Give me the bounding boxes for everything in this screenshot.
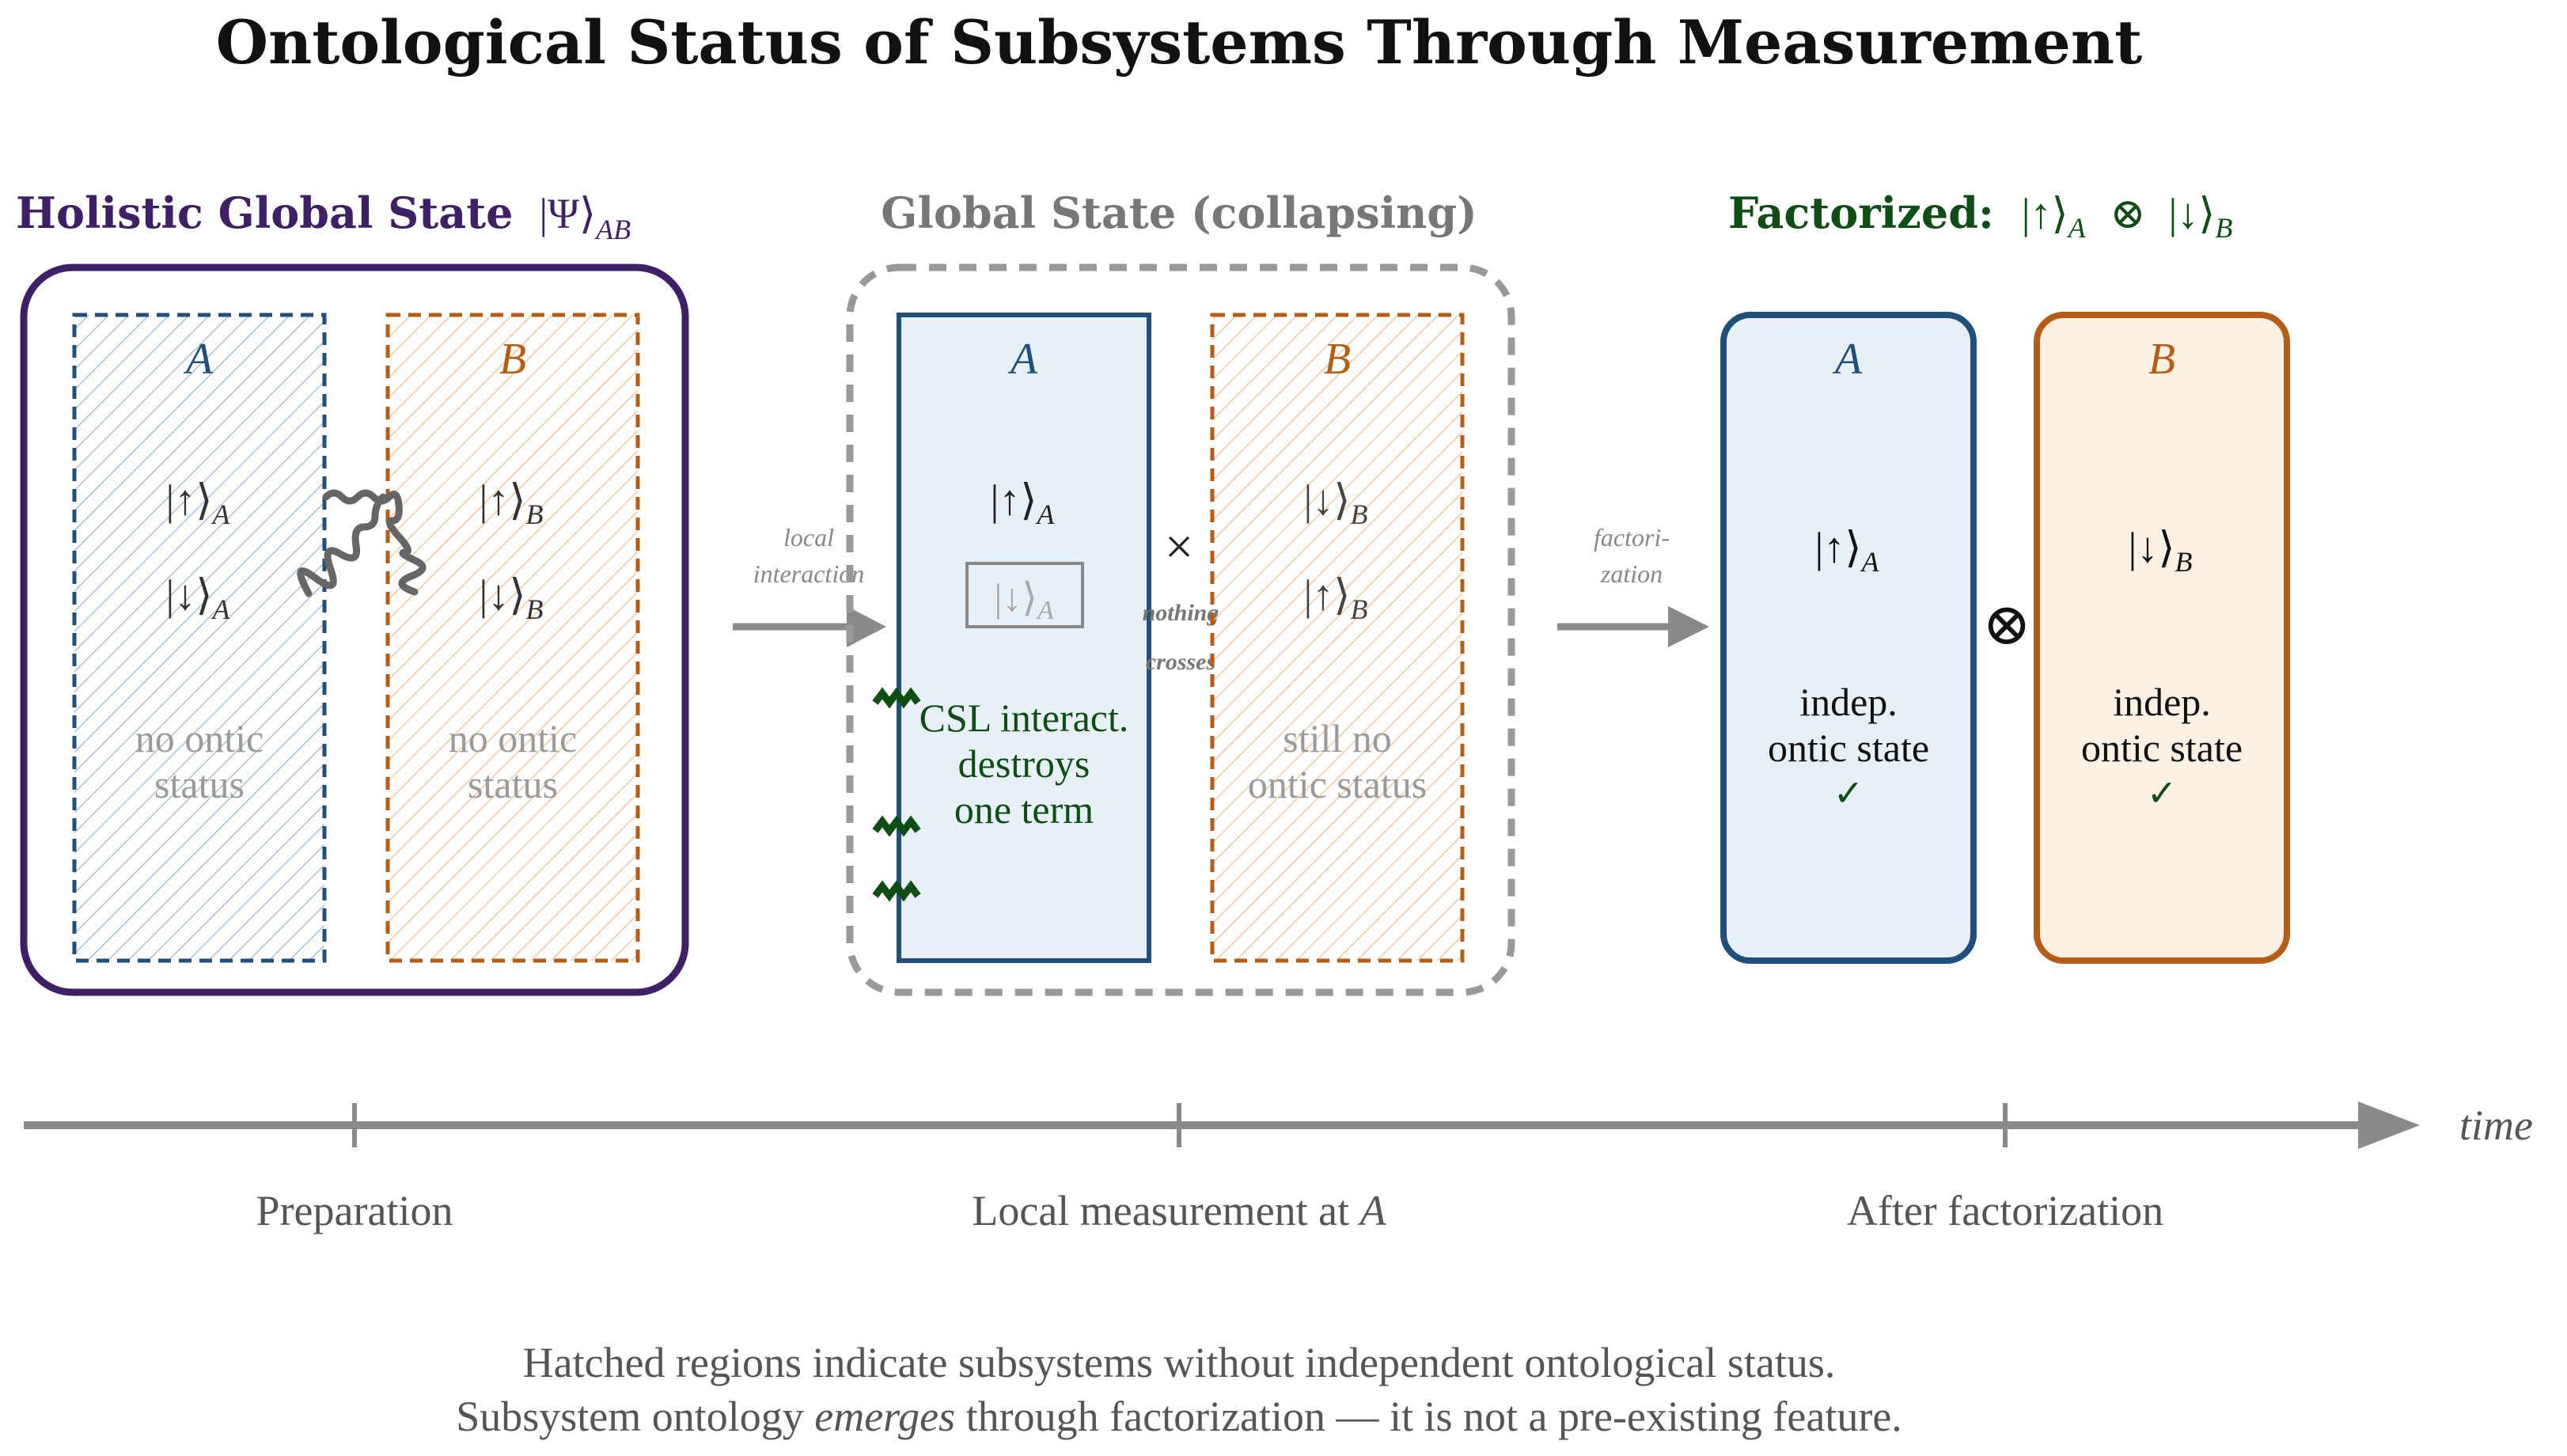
a-down-ket-destroyed: |↓⟩A <box>994 575 1054 625</box>
subsystem-a-label: A <box>183 335 214 384</box>
tick-label-factorization: After factorization <box>1847 1187 2163 1234</box>
caption: Hatched regions indicate subsystems with… <box>456 1339 1902 1440</box>
tick-label-preparation: Preparation <box>256 1187 453 1234</box>
b-indep-line2: ontic state <box>2081 726 2243 770</box>
b-still-no-status-line1: still no <box>1283 716 1392 760</box>
arrow-factorization: factori- zation <box>1557 523 1709 647</box>
b-down-ket-p2: |↓⟩B <box>1304 476 1368 530</box>
independent-subsystem-b-box <box>2034 312 2290 964</box>
caption-line1: Hatched regions indicate subsystems with… <box>523 1339 1836 1386</box>
no-crossing-icon: × <box>1165 518 1193 574</box>
a-indep-line2: ontic state <box>1768 726 1929 770</box>
a-check-icon: ✓ <box>1833 772 1864 814</box>
independent-subsystem-a-box <box>1720 312 1977 964</box>
a-up-ket-p2: |↑⟩A <box>991 476 1056 530</box>
time-axis-label: time <box>2459 1101 2533 1149</box>
panel-holistic-state: Holistic Global State |Ψ⟩AB A |↑⟩A |↓⟩A … <box>16 188 689 996</box>
tick-label-measurement: Local measurement at A <box>972 1187 1386 1234</box>
csl-text-line3: one term <box>954 787 1094 832</box>
time-axis-arrowhead <box>2358 1101 2420 1149</box>
timeline: time Preparation Local measurement at A … <box>24 1101 2533 1234</box>
b-no-ontic-status-line2: status <box>468 762 558 806</box>
subsystem-a-label-p2: A <box>1007 335 1038 384</box>
csl-text-line1: CSL interact. <box>919 696 1129 740</box>
collapsing-global-outline <box>846 264 1515 996</box>
panel1-heading: Holistic Global State |Ψ⟩AB <box>16 188 631 245</box>
csl-noise-icon <box>872 687 921 902</box>
a-no-ontic-status-line2: status <box>154 762 245 806</box>
arrow-local-interaction: local interaction <box>733 523 886 647</box>
arrow2-label-line2: zation <box>1600 559 1663 588</box>
subsystem-b-label-p3: B <box>2148 335 2175 384</box>
subsystem-a-label-p3: A <box>1832 335 1863 384</box>
panel-factorized-state: Factorized: |↑⟩A ⊗ |↓⟩B A |↑⟩A indep. on… <box>1720 188 2290 964</box>
b-down-ket-p3: |↓⟩B <box>2129 524 2193 578</box>
subsystem-b-label-p2: B <box>1324 335 1351 384</box>
b-up-ket: |↑⟩B <box>480 476 544 530</box>
entanglement-squiggle-icon <box>297 489 427 597</box>
arrow2-label-line1: factori- <box>1594 523 1670 552</box>
page-title: Ontological Status of Subsystems Through… <box>216 7 2142 78</box>
panel-collapsing-state: Global State (collapsing) A |↑⟩A |↓⟩A CS… <box>846 188 1515 996</box>
nothing-crosses-line2: crosses <box>1146 649 1215 675</box>
global-state-outline <box>20 264 689 996</box>
a-no-ontic-status-line1: no ontic <box>135 716 264 760</box>
a-up-ket-p3: |↑⟩A <box>1815 524 1880 578</box>
b-no-ontic-status-line1: no ontic <box>449 716 577 760</box>
caption-line2: Subsystem ontology emerges through facto… <box>456 1393 1902 1440</box>
b-down-ket: |↓⟩B <box>480 571 544 625</box>
a-indep-line1: indep. <box>1799 680 1898 724</box>
arrow1-label-line1: local <box>783 523 834 552</box>
panel2-heading: Global State (collapsing) <box>881 188 1477 238</box>
subsystem-a-region <box>72 313 327 963</box>
a-down-ket: |↓⟩A <box>166 571 231 625</box>
subsystem-a-box <box>897 313 1151 963</box>
csl-text-line2: destroys <box>958 741 1090 786</box>
destroyed-term-box <box>965 562 1084 628</box>
panel3-heading: Factorized: |↑⟩A ⊗ |↓⟩B <box>1728 188 2232 248</box>
b-up-ket-p2: |↑⟩B <box>1304 571 1368 625</box>
b-indep-line1: indep. <box>2113 680 2211 724</box>
tensor-product-icon: ⊗ <box>1982 590 2031 658</box>
arrow1-label-line2: interaction <box>753 559 864 588</box>
subsystem-b-label: B <box>499 335 526 384</box>
a-up-ket: |↑⟩A <box>166 476 231 530</box>
subsystem-b-region <box>385 313 640 963</box>
b-check-icon: ✓ <box>2147 772 2178 814</box>
nothing-crosses-line1: nothing <box>1143 600 1219 626</box>
subsystem-b-region-p2 <box>1210 313 1465 963</box>
b-still-no-status-line2: ontic status <box>1248 762 1427 806</box>
